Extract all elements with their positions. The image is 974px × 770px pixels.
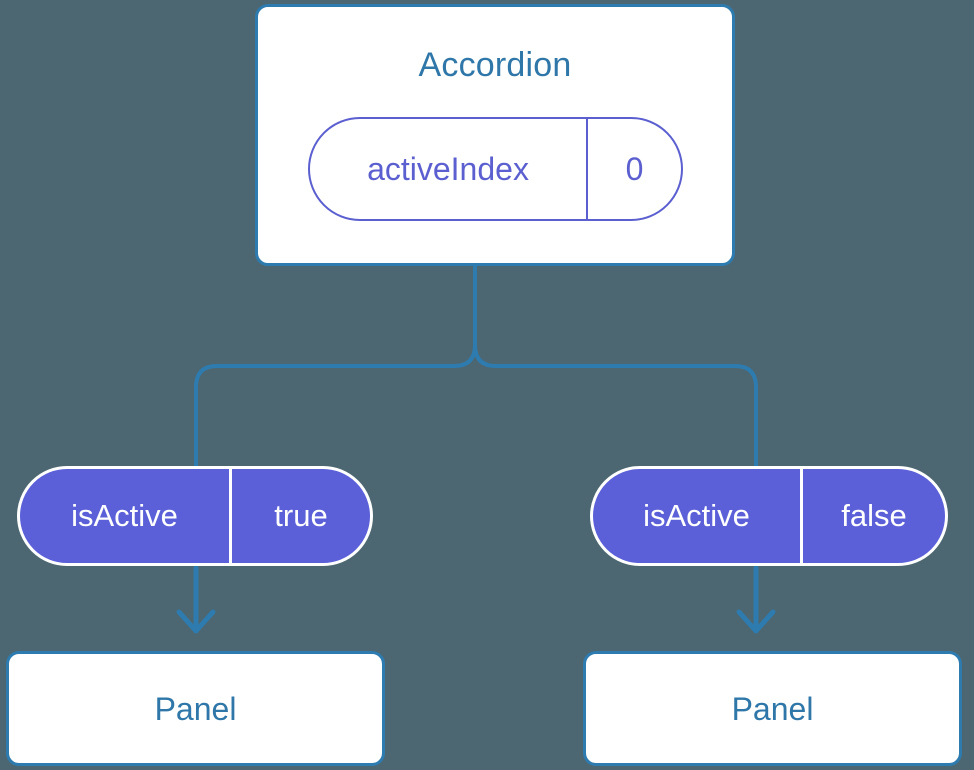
prop-pill-key: isActive <box>20 469 232 563</box>
panel-title: Panel <box>731 690 814 727</box>
state-pill-activeindex[interactable]: activeIndex 0 <box>308 117 683 221</box>
connector-branch-left <box>194 343 477 468</box>
prop-pill-value: false <box>841 498 907 533</box>
state-pill-value: 0 <box>625 150 644 187</box>
state-pill-key: activeIndex <box>310 119 588 219</box>
component-card-panel-right[interactable]: Panel <box>583 651 962 766</box>
prop-pill-key: isActive <box>593 469 803 563</box>
arrow-left-head <box>176 609 216 634</box>
component-card-panel-left[interactable]: Panel <box>6 651 385 766</box>
panel-title: Panel <box>154 690 237 727</box>
arrow-right-head <box>736 609 776 634</box>
prop-pill-value: true <box>274 498 328 533</box>
connector-root-to-branches <box>473 264 758 468</box>
prop-pill-isactive-true[interactable]: isActive true <box>17 466 373 566</box>
component-title: Accordion <box>418 46 572 84</box>
prop-pill-isactive-false[interactable]: isActive false <box>590 466 948 566</box>
